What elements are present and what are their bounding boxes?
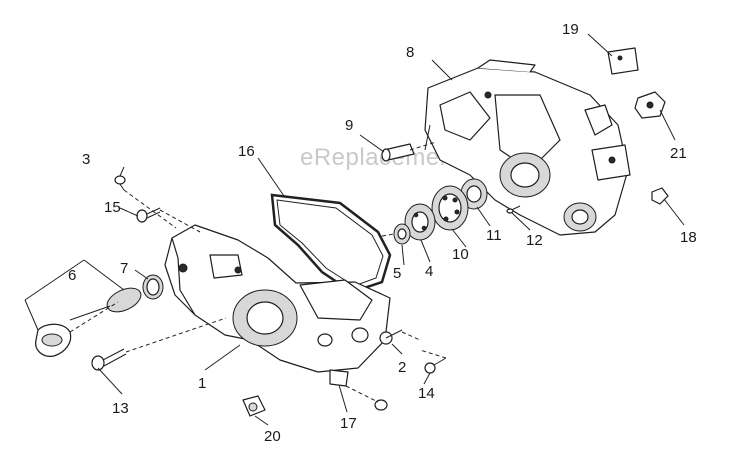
callout-1: 1: [198, 375, 206, 392]
plug-part-20[interactable]: [242, 395, 266, 417]
crankcase-left-part[interactable]: [164, 224, 391, 373]
screw-part-15[interactable]: [136, 207, 161, 223]
crankcase-right-part[interactable]: [424, 59, 631, 236]
pin-part-12[interactable]: [506, 205, 521, 214]
callout-20: 20: [264, 428, 281, 445]
callout-7: 7: [120, 260, 128, 277]
callout-21: 21: [670, 145, 687, 162]
callout-10: 10: [452, 246, 469, 263]
alignment-lines: [69, 141, 447, 403]
callout-18: 18: [680, 229, 697, 246]
callout-14: 14: [418, 385, 435, 402]
callout-13: 13: [112, 400, 129, 417]
nut-part-18[interactable]: [651, 187, 669, 205]
plug-part-17[interactable]: [329, 369, 388, 411]
callout-5: 5: [393, 265, 401, 282]
callout-11: 11: [486, 227, 502, 244]
bearing-part-10[interactable]: [431, 185, 469, 231]
screw-part-14[interactable]: [424, 357, 447, 374]
seal-part-5[interactable]: [393, 223, 411, 245]
callout-4: 4: [425, 263, 433, 280]
bearing-part-4[interactable]: [404, 203, 436, 241]
callout-3: 3: [82, 151, 90, 168]
plate-part-19[interactable]: [607, 47, 639, 75]
oring-part-7[interactable]: [142, 274, 164, 300]
callout-8: 8: [406, 44, 414, 61]
callout-16: 16: [238, 143, 255, 160]
callout-19: 19: [562, 21, 579, 38]
leader-lines: [24, 33, 685, 426]
callout-15: 15: [104, 199, 121, 216]
screw-part-3[interactable]: [114, 175, 126, 191]
callout-labels: 1 2 3 4 5 6 7 8 9 10 11 12 13 14 15 16 1…: [68, 21, 697, 445]
bolt-part-13[interactable]: [91, 348, 127, 371]
screw-part-2[interactable]: [379, 329, 403, 345]
callout-6: 6: [68, 267, 76, 284]
callout-12: 12: [526, 232, 543, 249]
callout-2: 2: [398, 359, 406, 376]
callout-9: 9: [345, 117, 353, 134]
oil-pump-part-21[interactable]: [634, 91, 666, 119]
fuel-cap-part-6[interactable]: [35, 283, 145, 357]
callout-17: 17: [340, 415, 357, 432]
